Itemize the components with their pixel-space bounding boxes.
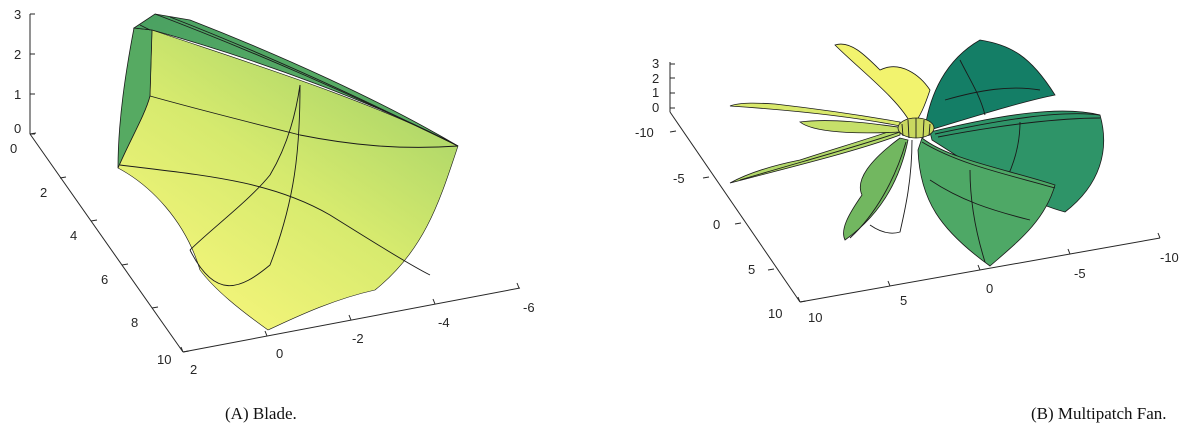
z-tick-label: 2	[14, 47, 21, 62]
fan-blade-mid-green	[843, 137, 909, 241]
x-tick-label: 10	[768, 306, 782, 321]
blade-y-tick-labels: 2 0 -2 -4 -6	[190, 300, 535, 377]
blade-z-tick-labels: 3 2 1 0	[14, 7, 21, 136]
z-tick-label: 3	[14, 7, 21, 22]
x-tick-label: 2	[40, 185, 47, 200]
x-tick-label: 5	[748, 262, 755, 277]
y-axis-line	[182, 287, 521, 353]
caption-text: Blade.	[252, 404, 297, 423]
fan-z-tick-labels: 3 2 1 0	[652, 56, 659, 115]
y-tick-label: -2	[352, 331, 364, 346]
x-tick-label: -5	[673, 171, 685, 186]
y-tick-label: 0	[986, 281, 993, 296]
y-tick-label: -6	[523, 300, 535, 315]
caption-fan: (B) Multipatch Fan.	[1031, 404, 1167, 424]
y-tick-label: 2	[190, 362, 197, 377]
fan-blade-light-green	[729, 127, 901, 184]
figure-multipatch-fan: 3 2 1 0 -10 -5 0 5 10 10 5 0 -5 -10	[600, 0, 1197, 445]
caption-text: Multipatch Fan.	[1057, 404, 1167, 423]
y-tick-label: -4	[438, 315, 450, 330]
y-tick-label: 0	[276, 346, 283, 361]
fan-blade-yellow-green	[729, 102, 901, 127]
y-tick-label: -10	[1160, 250, 1179, 265]
z-tick-label: 3	[652, 56, 659, 71]
fan-x-tick-labels: -10 -5 0 5 10	[635, 125, 782, 321]
fan-axes	[669, 62, 1161, 303]
x-tick-label: 0	[713, 217, 720, 232]
y-tick-label: 5	[900, 293, 907, 308]
blade-left-strip	[117, 27, 153, 169]
x-tick-label: 4	[70, 228, 77, 243]
blade-face	[117, 29, 459, 331]
figure-blade: 3 2 1 0 0 2 4 6 8 10 2 0 -2 -4 -6	[0, 0, 560, 445]
fan-blade-yellow-green-2	[799, 120, 906, 134]
blade-x-tick-labels: 0 2 4 6 8 10	[10, 141, 171, 367]
caption-label: (B)	[1031, 404, 1054, 423]
z-tick-label: 1	[14, 87, 21, 102]
x-tick-label: -10	[635, 125, 654, 140]
fan-blades	[729, 39, 1105, 267]
z-tick-label: 1	[652, 85, 659, 100]
x-tick-label: 6	[101, 272, 108, 287]
x-tick-label: 8	[131, 315, 138, 330]
x-axis-line	[669, 111, 801, 303]
fan-blade-teal	[924, 39, 1056, 131]
caption-blade: (A) Blade.	[225, 404, 297, 424]
y-tick-label: 10	[808, 310, 822, 325]
fan-blade-yellow	[834, 43, 931, 127]
x-tick-label: 10	[157, 352, 171, 367]
x-axis-line	[29, 133, 184, 353]
blade-plot: 3 2 1 0 0 2 4 6 8 10 2 0 -2 -4 -6	[10, 7, 535, 377]
z-tick-label: 0	[652, 100, 659, 115]
fan-plot: 3 2 1 0 -10 -5 0 5 10 10 5 0 -5 -10	[635, 39, 1179, 325]
fan-blade-green-front	[917, 137, 1056, 267]
x-tick-label: 0	[10, 141, 17, 156]
caption-label: (A)	[225, 404, 249, 423]
blade-surface	[117, 13, 459, 331]
blade-axes	[29, 13, 521, 353]
fan-y-tick-labels: 10 5 0 -5 -10	[808, 250, 1179, 325]
z-tick-label: 2	[652, 71, 659, 86]
y-tick-label: -5	[1074, 266, 1086, 281]
z-tick-label: 0	[14, 121, 21, 136]
